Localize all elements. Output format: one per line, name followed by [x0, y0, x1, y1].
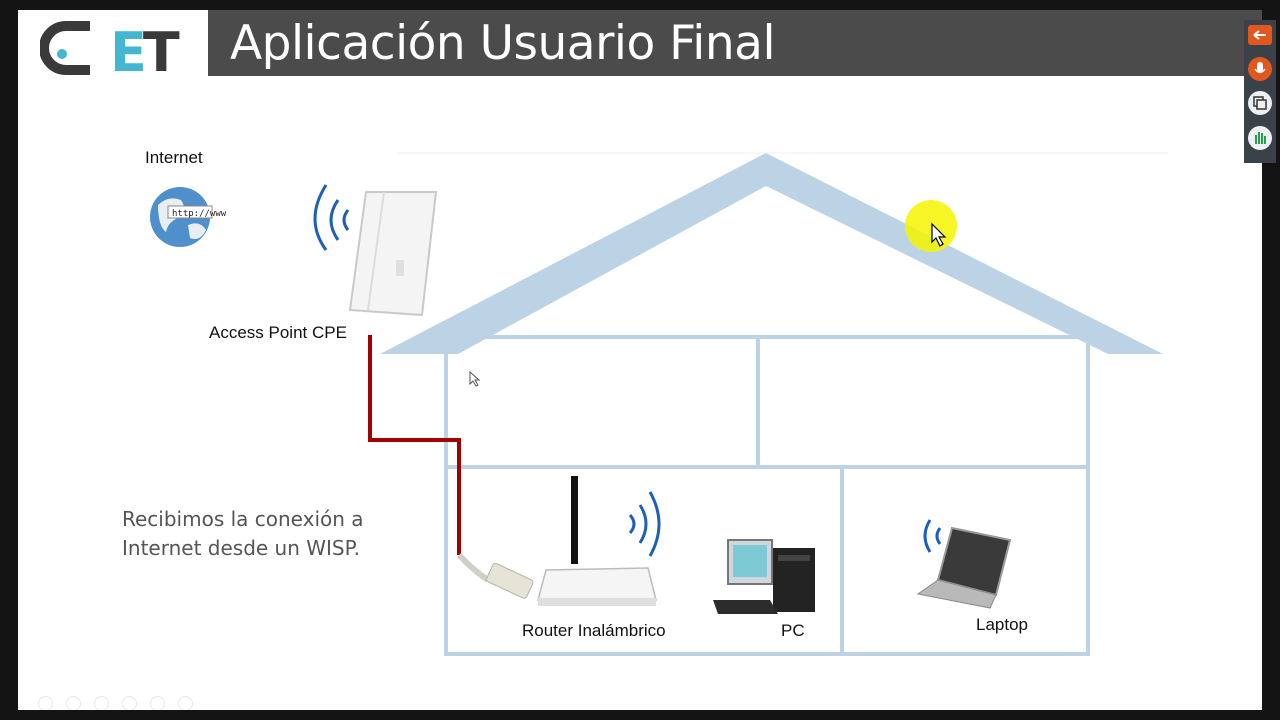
- access-point-wifi-icon: [313, 184, 350, 251]
- access-point-device: [348, 191, 438, 317]
- hand-icon[interactable]: [1248, 126, 1272, 150]
- caption-text: Recibimos la conexión a Internet desde u…: [122, 505, 364, 563]
- arrow-left-icon[interactable]: [1248, 25, 1272, 45]
- router-device: [537, 476, 657, 606]
- slide-title: Aplicación Usuario Final: [230, 16, 776, 71]
- label-laptop: Laptop: [976, 615, 1028, 634]
- title-bar: [208, 10, 1262, 76]
- mouse-pointer-icon: [931, 222, 947, 247]
- ethernet-cable: [368, 335, 461, 555]
- house-roof: [380, 153, 1163, 354]
- ethernet-plug: [456, 552, 534, 599]
- zoom-icon[interactable]: [150, 696, 166, 710]
- label-router: Router Inalámbrico: [522, 621, 666, 640]
- logo-text: ET: [110, 21, 180, 84]
- laptop-wifi-icon: [923, 519, 942, 553]
- globe-icon: http://www: [150, 187, 227, 247]
- router-wifi-icon: [628, 491, 661, 557]
- microphone-icon[interactable]: [1248, 57, 1272, 81]
- slide-canvas: ET Aplicación Usuario Final http://www: [18, 10, 1262, 710]
- slides-icon[interactable]: [122, 696, 138, 710]
- logo-c-shape: [39, 21, 90, 75]
- label-access-point: Access Point CPE: [209, 323, 347, 342]
- label-internet: Internet: [145, 148, 203, 167]
- pen-icon[interactable]: [94, 696, 110, 710]
- prev-slide-icon[interactable]: [38, 696, 53, 710]
- label-pc: PC: [781, 621, 805, 640]
- laptop-device: [916, 526, 1012, 609]
- side-toolbar: [1244, 20, 1276, 163]
- copy-icon[interactable]: [1248, 91, 1272, 115]
- pointer-highlight: [905, 200, 957, 252]
- caption-line-2: Internet desde un WISP.: [122, 536, 360, 560]
- cet-logo: ET: [39, 20, 180, 84]
- network-diagram: http://www: [150, 152, 1168, 656]
- house-walls: [444, 335, 1090, 656]
- more-icon[interactable]: [178, 696, 194, 710]
- caption-line-1: Recibimos la conexión a: [122, 507, 364, 531]
- slide-controls: [38, 696, 201, 710]
- pc-device: [713, 539, 815, 614]
- small-pointer-icon: [469, 370, 481, 387]
- next-slide-icon[interactable]: [66, 696, 82, 710]
- globe-text: http://www: [172, 209, 227, 219]
